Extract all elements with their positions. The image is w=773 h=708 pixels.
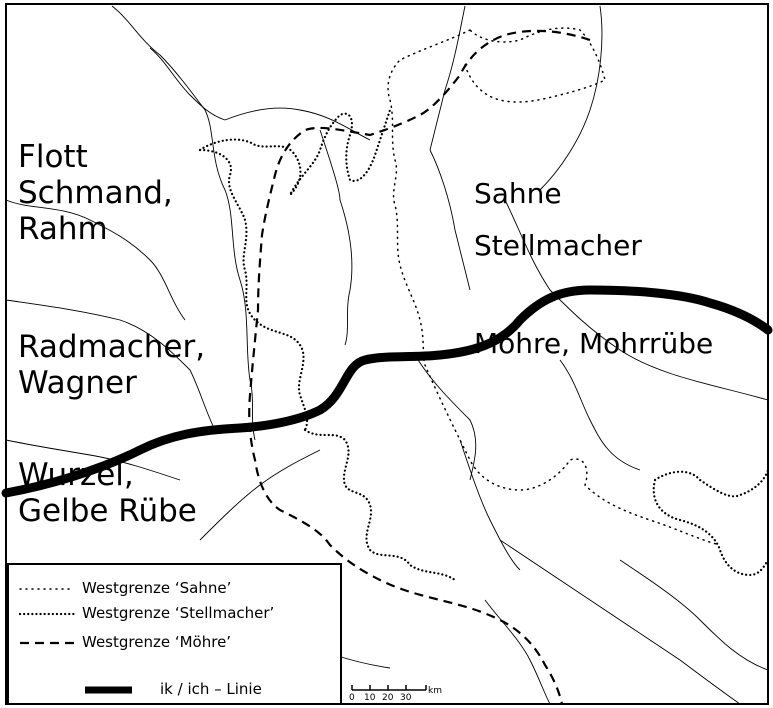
stellmacher-boundary-north <box>198 108 392 196</box>
label-wurzel: Wurzel, <box>18 457 134 493</box>
legend-label-stellmacher: Westgrenze ‘Stellmacher’ <box>82 604 275 622</box>
scale-tick-20: 20 <box>382 693 394 703</box>
stellmacher-boundary-east <box>652 468 770 577</box>
river-lines <box>5 5 769 705</box>
label-gelbe-ruebe: Gelbe Rübe <box>18 493 197 529</box>
label-moehre: Möhre, Mohrrübe <box>474 327 714 360</box>
legend-box <box>7 563 342 705</box>
label-wagner: Wagner <box>18 365 137 401</box>
legend-label-moehre: Westgrenze ‘Möhre’ <box>82 633 232 651</box>
scale-tick-10: 10 <box>364 693 376 703</box>
legend-label-sahne: Westgrenze ‘Sahne’ <box>82 579 232 597</box>
label-sahne: Sahne <box>474 177 562 210</box>
scale-tick-0: 0 <box>349 693 355 703</box>
label-schmand: Schmand, <box>18 175 173 211</box>
label-stellmacher: Stellmacher <box>474 229 642 262</box>
label-radmacher: Radmacher, <box>18 329 206 365</box>
scale-tick-30: 30 <box>400 693 412 703</box>
moehre-boundary <box>248 29 591 705</box>
stellmacher-boundary <box>198 148 457 582</box>
ik-ich-line <box>1 285 773 498</box>
scale-unit: km <box>428 686 442 696</box>
label-flott: Flott <box>18 139 88 175</box>
scale-bar <box>351 685 427 691</box>
label-rahm: Rahm <box>18 211 108 247</box>
legend-label-ik-ich: ik / ich – Linie <box>160 680 262 698</box>
